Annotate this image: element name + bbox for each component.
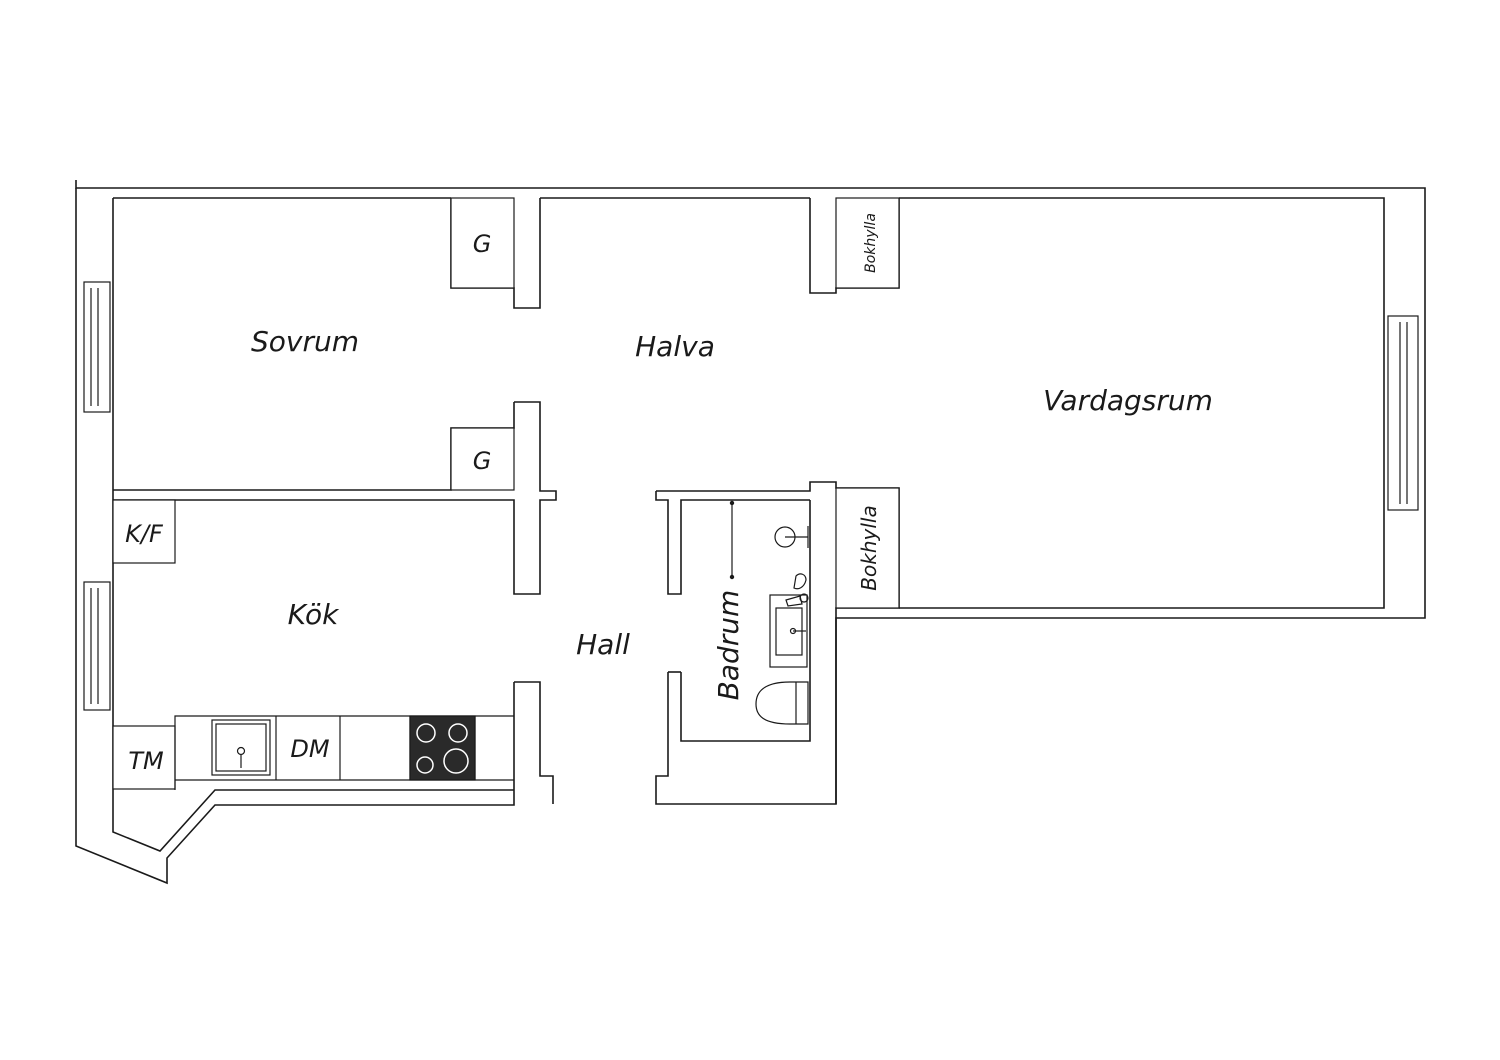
room-label-hall: Hall xyxy=(576,628,630,661)
room-label-halva: Halva xyxy=(635,330,715,363)
bookshelf-top-label: Bokhylla xyxy=(863,213,879,273)
window-sovrum xyxy=(83,281,111,413)
kitchen-counter: TM xyxy=(112,715,514,790)
outer-walls xyxy=(75,180,1426,885)
bathroom-sink xyxy=(769,573,809,668)
room-label-sovrum: Sovrum xyxy=(251,325,359,358)
window-vardagsrum xyxy=(1387,315,1419,511)
room-label-vardagsrum: Vardagsrum xyxy=(1043,384,1213,417)
window-kok xyxy=(83,581,111,711)
stove xyxy=(409,715,476,781)
wardrobe-top: G xyxy=(450,197,515,289)
room-labels: Sovrum Halva Vardagsrum Kök Hall Badrum xyxy=(251,325,1213,700)
wardrobe-bottom-label: G xyxy=(473,447,492,475)
bookshelf-bottom: Bokhylla xyxy=(835,487,900,609)
dishwasher-label: DM xyxy=(290,735,329,763)
bookshelf-top: Bokhylla xyxy=(835,197,900,289)
fridge-freezer-label: K/F xyxy=(125,520,164,548)
room-label-badrum: Badrum xyxy=(712,590,745,701)
kitchen-sink xyxy=(211,719,271,776)
fridge-freezer: K/F xyxy=(112,499,176,564)
toilet xyxy=(755,681,809,725)
wardrobe-top-label: G xyxy=(473,230,492,258)
wardrobe-bottom: G xyxy=(450,427,515,491)
washing-machine-label: TM xyxy=(128,747,164,775)
bookshelf-bottom-label: Bokhylla xyxy=(857,505,881,590)
shower xyxy=(729,500,809,580)
room-label-kok: Kök xyxy=(288,598,340,631)
